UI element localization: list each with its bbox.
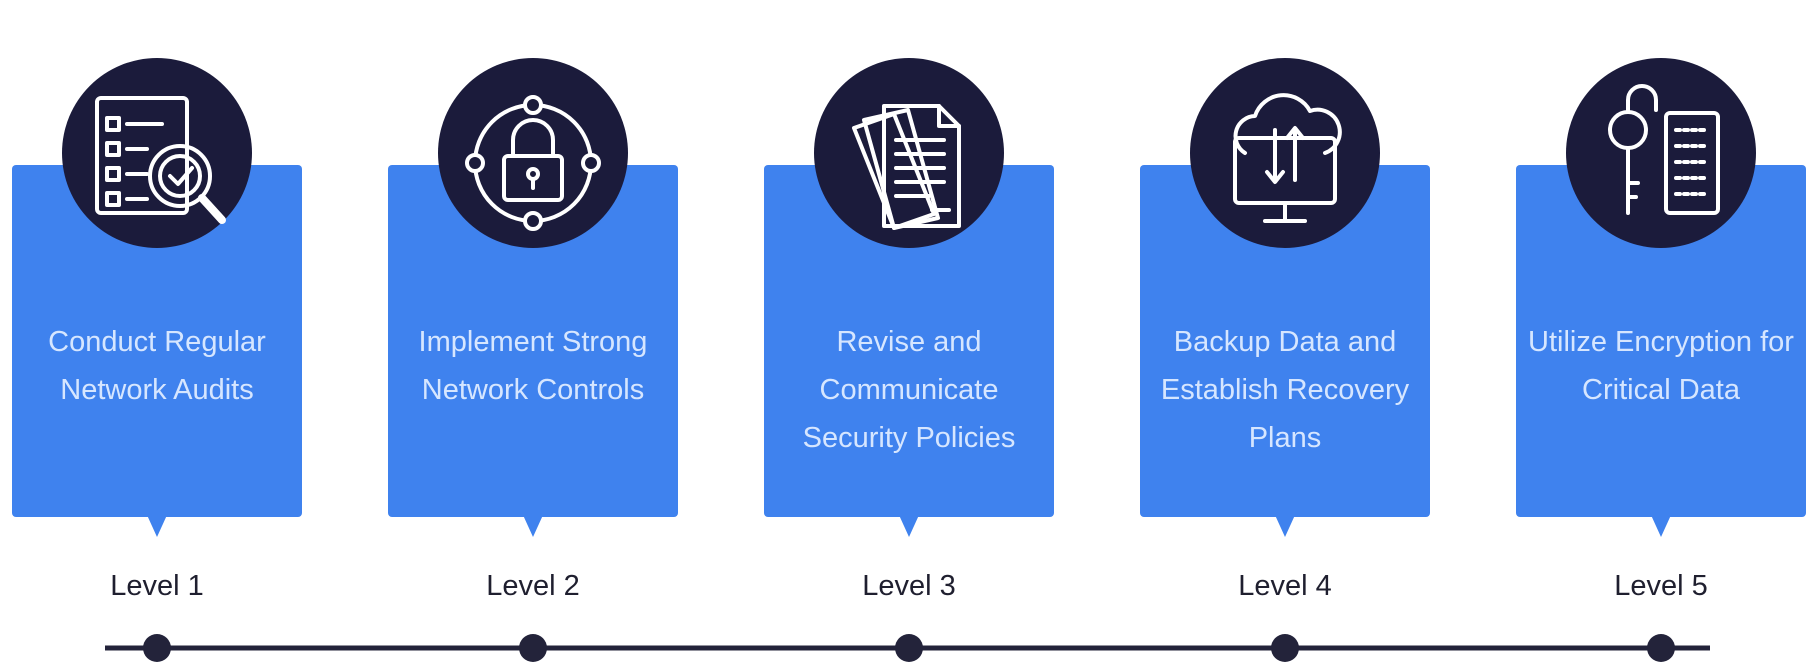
step-1-pointer (147, 515, 167, 537)
step-1-text: Conduct Regular Network Audits (48, 326, 266, 406)
encryption-key-icon (1566, 58, 1756, 248)
step-2-pointer (523, 515, 543, 537)
level-label-3: Level 3 (862, 570, 956, 602)
step-5-text: Utilize Encryption for Critical Data (1528, 326, 1794, 406)
level-label-2: Level 2 (486, 570, 580, 602)
timeline-node-4 (1271, 634, 1299, 662)
step-4-text: Backup Data and Establish Recovery Plans (1160, 326, 1410, 454)
network-lock-icon (438, 58, 628, 248)
step-5-pointer (1651, 515, 1671, 537)
timeline-node-1 (143, 634, 171, 662)
timeline-node-2 (519, 634, 547, 662)
policy-documents-icon (814, 58, 1004, 248)
step-4-pointer (1275, 515, 1295, 537)
level-label-1: Level 1 (110, 570, 204, 602)
step-2-text: Implement Strong Network Controls (418, 326, 648, 406)
step-3-text: Revise and Communicate Security Policies (802, 326, 1016, 454)
cloud-backup-icon (1190, 58, 1380, 248)
level-label-4: Level 4 (1238, 570, 1332, 602)
timeline-node-3 (895, 634, 923, 662)
timeline-node-5 (1647, 634, 1675, 662)
audit-checklist-icon (62, 58, 252, 248)
level-label-5: Level 5 (1614, 570, 1708, 602)
step-3-pointer (899, 515, 919, 537)
